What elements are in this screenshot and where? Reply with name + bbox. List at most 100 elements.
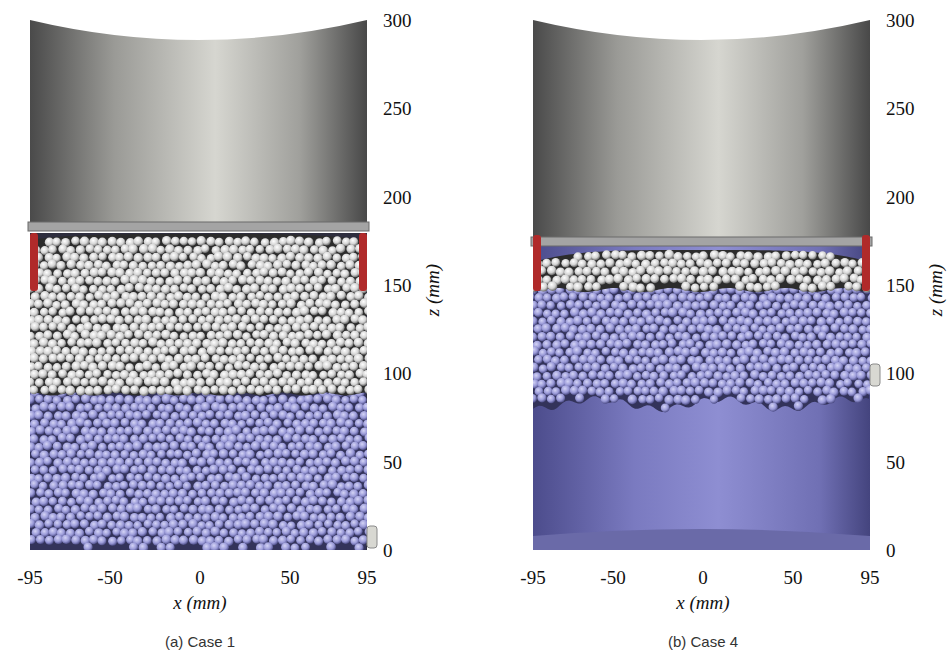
particle <box>242 535 251 544</box>
particle <box>234 442 243 451</box>
particle <box>152 298 161 307</box>
particle <box>714 308 723 317</box>
particle <box>157 450 166 459</box>
particle <box>98 252 107 261</box>
particle <box>794 324 803 333</box>
particle <box>130 306 140 316</box>
particle <box>126 488 135 497</box>
lid-plate <box>28 222 369 231</box>
particle <box>560 292 569 301</box>
particle <box>282 449 291 458</box>
particle <box>295 236 304 245</box>
particle <box>750 370 760 380</box>
particle <box>260 519 270 529</box>
particle <box>360 346 367 355</box>
particle <box>541 323 551 333</box>
particle <box>76 511 85 520</box>
particle <box>225 237 234 246</box>
particle <box>210 526 220 536</box>
particle <box>350 473 359 482</box>
particle <box>58 464 67 473</box>
particle <box>252 330 261 339</box>
particle <box>152 268 161 277</box>
particle <box>319 434 328 443</box>
particle <box>72 315 81 324</box>
particle <box>103 434 112 443</box>
particle <box>283 260 292 269</box>
particle <box>726 301 735 310</box>
particle <box>332 504 341 513</box>
particle <box>246 338 255 347</box>
particle <box>238 543 248 550</box>
particle <box>124 330 133 339</box>
particle <box>241 376 250 385</box>
particle <box>333 236 342 245</box>
particle <box>151 504 161 514</box>
particle <box>80 378 89 387</box>
particle <box>125 283 134 292</box>
particle <box>840 324 849 333</box>
particle <box>215 427 224 436</box>
particle <box>232 425 242 435</box>
particle <box>533 292 535 301</box>
particle <box>153 457 162 466</box>
particle <box>116 346 125 355</box>
particle <box>646 300 655 309</box>
particle <box>264 464 273 473</box>
particle <box>299 528 309 538</box>
particle <box>364 306 367 315</box>
particle <box>162 425 171 434</box>
particle <box>229 449 238 458</box>
particle <box>241 346 250 355</box>
particle <box>223 330 232 339</box>
particle <box>295 425 305 435</box>
particle <box>588 292 597 301</box>
particle <box>225 441 235 451</box>
particle <box>813 293 822 302</box>
particle <box>189 535 199 545</box>
particle <box>727 331 736 340</box>
particle <box>236 261 245 270</box>
particle <box>58 433 67 442</box>
particle <box>58 369 67 378</box>
particle <box>112 338 121 347</box>
particle <box>336 355 345 364</box>
particle <box>124 315 133 324</box>
particle <box>144 519 153 528</box>
particle <box>560 310 569 319</box>
particle <box>34 410 43 419</box>
particle <box>196 268 205 277</box>
particle <box>533 333 537 342</box>
particle <box>92 369 101 378</box>
particle <box>605 371 614 380</box>
particle <box>201 353 210 362</box>
particle <box>283 385 292 394</box>
particle <box>291 261 300 270</box>
particle <box>88 410 98 420</box>
particle <box>570 307 580 317</box>
particle <box>218 338 228 348</box>
particle <box>205 410 214 419</box>
particle <box>272 385 281 394</box>
particle <box>273 449 283 459</box>
particle <box>718 331 727 340</box>
particle <box>71 361 81 371</box>
particle <box>40 386 49 395</box>
particle <box>354 338 364 348</box>
particle <box>106 330 116 340</box>
particle <box>606 339 615 348</box>
particle <box>97 472 107 482</box>
particle <box>85 527 94 536</box>
particle <box>340 270 349 279</box>
particle <box>268 284 277 293</box>
particle <box>256 291 265 300</box>
particle <box>579 355 588 364</box>
particle <box>134 329 144 339</box>
particle <box>71 535 80 544</box>
upper-cylinder <box>30 20 367 224</box>
particle <box>331 458 340 467</box>
particle <box>76 306 85 315</box>
particle <box>256 496 265 505</box>
particle <box>210 419 219 428</box>
particle <box>86 306 95 315</box>
